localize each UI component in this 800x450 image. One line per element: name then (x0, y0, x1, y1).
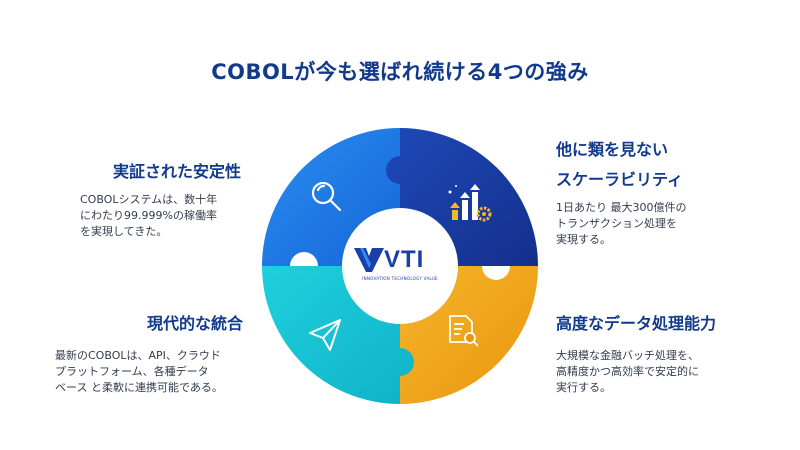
strength-integration-line-3: ベース と柔軟に連携可能である。 (55, 381, 223, 394)
vti-logo-text: VTI (384, 246, 425, 273)
vti-logo: VTI INNOVATION TECHNOLOGY VALUE (350, 240, 450, 292)
vti-logo-mark-icon (354, 248, 384, 272)
document-search-icon (449, 315, 479, 347)
growth-gear-icon (448, 184, 492, 222)
strength-data-processing: 高度なデータ処理能力 大規模な金融バッチ処理を、 高精度かつ高効率で安定的に 実… (556, 314, 756, 396)
strength-scalability-line-3: 実現する。 (556, 233, 611, 246)
page-title: COBOLが今も選ばれ続ける4つの強み (211, 60, 589, 84)
magnifier-icon (311, 181, 342, 212)
strength-scalability-title-1: 他に類を見ない (556, 140, 669, 159)
strength-scalability-title-2: スケーラビリティ (556, 170, 684, 189)
strength-scalability-line-1: 1日あたり 最大300億件の (556, 201, 687, 214)
strength-stability: 実証された安定性 COBOLシステムは、数十年 にわたり99.999%の稼働率 … (80, 162, 255, 240)
strength-data-processing-line-3: 実行する。 (556, 381, 611, 394)
strength-stability-line-2: にわたり99.999%の稼働率 (80, 209, 217, 222)
center-disc (342, 208, 458, 324)
strength-integration: 現代的な統合 最新のCOBOLは、API、クラウド プラットフォーム、各種データ… (55, 314, 265, 396)
vti-logo-tagline: INNOVATION TECHNOLOGY VALUE (362, 276, 438, 281)
paper-plane-icon (309, 319, 341, 351)
strength-stability-title: 実証された安定性 (112, 162, 241, 181)
strength-data-processing-line-2: 高精度かつ高効率で安定的に (556, 365, 699, 378)
strength-stability-line-3: を実現してきた。 (80, 225, 168, 238)
strength-integration-title: 現代的な統合 (146, 314, 243, 333)
puzzle-wheel (262, 128, 538, 404)
strength-scalability: 他に類を見ない スケーラビリティ 1日あたり 最大300億件の トランザクション… (556, 140, 756, 248)
strength-integration-line-1: 最新のCOBOLは、API、クラウド (55, 349, 221, 362)
strength-scalability-line-2: トランザクション処理を (556, 217, 677, 230)
strength-integration-line-2: プラットフォーム、各種データ (55, 365, 209, 378)
strength-data-processing-line-1: 大規模な金融バッチ処理を、 (556, 349, 699, 362)
strength-data-processing-title: 高度なデータ処理能力 (556, 314, 717, 333)
strength-stability-line-1: COBOLシステムは、数十年 (80, 193, 218, 206)
